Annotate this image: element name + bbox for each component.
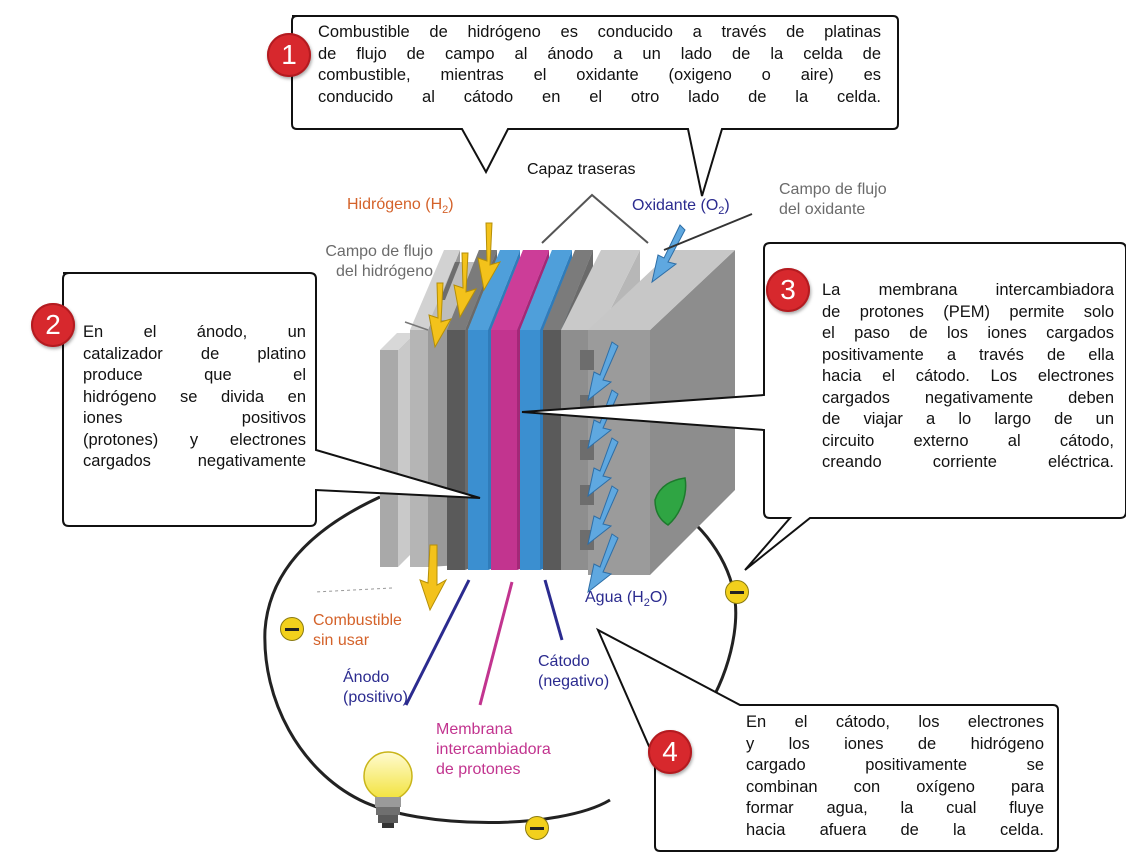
oxidant-flow-field-label: Campo de flujo del oxidante (779, 180, 887, 220)
unused-fuel-line: Combustible (313, 612, 402, 629)
callout-4-bubble (595, 627, 1059, 852)
unused-fuel-line: sin usar (313, 632, 370, 649)
callout-4-line: combinan con oxígeno para (746, 777, 1044, 796)
backing-bracket (541, 193, 649, 244)
callout-1-text: Combustible de hidrógeno es conducido a … (318, 22, 881, 108)
hydrogen-label: Hidrógeno (H2) (347, 195, 454, 220)
anode-line: Ánodo (343, 669, 390, 686)
step-2-badge: 2 (31, 303, 75, 347)
callout-1-line: Combustible de hidrógeno es conducido a … (318, 23, 881, 41)
callout-3-line: de viajar a lo largo de un (822, 410, 1114, 428)
membrane-line: Membrana (436, 721, 513, 738)
light-bulb-icon (363, 751, 413, 828)
callout-2-bubble (62, 272, 481, 527)
circuit-wire (263, 495, 611, 824)
oxidant-flow-field-line: del oxidante (779, 201, 866, 218)
callout-2-line: En el ánodo, un (83, 323, 306, 341)
callout-4-line: En el cátodo, los electrones (746, 713, 1044, 731)
oxidant-label-close: ) (724, 197, 730, 214)
hydrogen-label-close: ) (448, 196, 454, 213)
oxidant-label: Oxidante (O2) (632, 196, 730, 221)
cathode-line: Cátodo (538, 653, 590, 670)
water-label-text: Agua (H (585, 589, 644, 606)
cathode-label: Cátodo (negativo) (538, 652, 609, 692)
callout-3-line: creando corriente eléctrica. (822, 453, 1114, 471)
step-3-badge: 3 (766, 268, 810, 312)
callout-2-line: produce que el (83, 366, 306, 384)
anode-label: Ánodo (positivo) (343, 668, 408, 708)
electron-marker-bottom (525, 816, 549, 840)
water-label-close: O) (649, 589, 668, 606)
oxidant-flow-field-line: Campo de flujo (779, 181, 887, 198)
anode-line: (positivo) (343, 689, 408, 706)
callout-2-line: catalizador de platino (83, 344, 306, 363)
callout-3-line: cargados negativamente deben (822, 388, 1114, 407)
step-1-badge: 1 (267, 33, 311, 77)
cathode-line: (negativo) (538, 673, 610, 690)
callout-4-text: En el cátodo, los electrones y los iones… (746, 712, 1044, 841)
membrane-line: intercambiadora (436, 741, 551, 758)
unused-fuel-label: Combustible sin usar (313, 611, 402, 651)
electron-marker-right (725, 580, 749, 604)
callout-3-line: de protones (PEM) permite solo (822, 302, 1114, 321)
electron-marker-left (280, 617, 304, 641)
callout-4-line: cargado positivamente se (746, 756, 1044, 774)
backing-layers-label: Capaz traseras (527, 161, 636, 178)
oxidant-subscript: 2 (718, 205, 725, 218)
callout-2-line: hidrógeno se divida en (83, 387, 306, 406)
callout-2-text: En el ánodo, un catalizador de platino p… (83, 322, 306, 473)
oxidant-label-text: Oxidante (O (632, 197, 719, 214)
callout-1-line: conducido al cátodo en el otro lado de l… (318, 87, 881, 106)
water-label: Agua (H2O) (585, 588, 668, 613)
membrane-label: Membrana intercambiadora de protones (436, 720, 551, 780)
callout-3-line: el paso de los iones cargados (822, 324, 1114, 342)
callout-1-bubble (291, 15, 899, 197)
hydrogen-label-text: Hidrógeno (H (347, 196, 443, 213)
callout-4-line: y los iones de hidrógeno (746, 734, 1044, 753)
membrane-line: de protones (436, 761, 521, 778)
callout-2-line: iones positivos (83, 409, 306, 427)
hydrogen-flow-field-line: del hidrógeno (336, 263, 433, 280)
callout-3-text: La membrana intercambiadora de protones … (822, 280, 1114, 474)
hydrogen-subscript: 2 (442, 204, 449, 217)
callout-4-line: formar agua, la cual fluye (746, 799, 1044, 817)
hydrogen-flow-field-label: Campo de flujo del hidrógeno (293, 242, 433, 282)
callout-4-line: hacia afuera de la celda. (746, 820, 1044, 839)
callout-3-line: circuito externo al cátodo, (822, 431, 1114, 450)
callout-2-line: cargados negativamente (83, 452, 306, 470)
hydrogen-flow-field-line: Campo de flujo (325, 243, 433, 260)
callout-3-line: hacia el cátodo. Los electrones (822, 367, 1114, 385)
water-subscript: 2 (643, 597, 650, 610)
callout-3-line: La membrana intercambiadora (822, 281, 1114, 299)
callout-1-line: combustible, mientras el oxidante (oxige… (318, 66, 881, 84)
hydrogen-arrows (419, 222, 502, 612)
callout-3-line: positivamente a través de ella (822, 345, 1114, 364)
step-4-badge: 4 (648, 730, 692, 774)
callout-1-line: de flujo de campo al ánodo a un lado de … (318, 44, 881, 63)
callout-2-line: (protones) y electrones (83, 430, 306, 449)
